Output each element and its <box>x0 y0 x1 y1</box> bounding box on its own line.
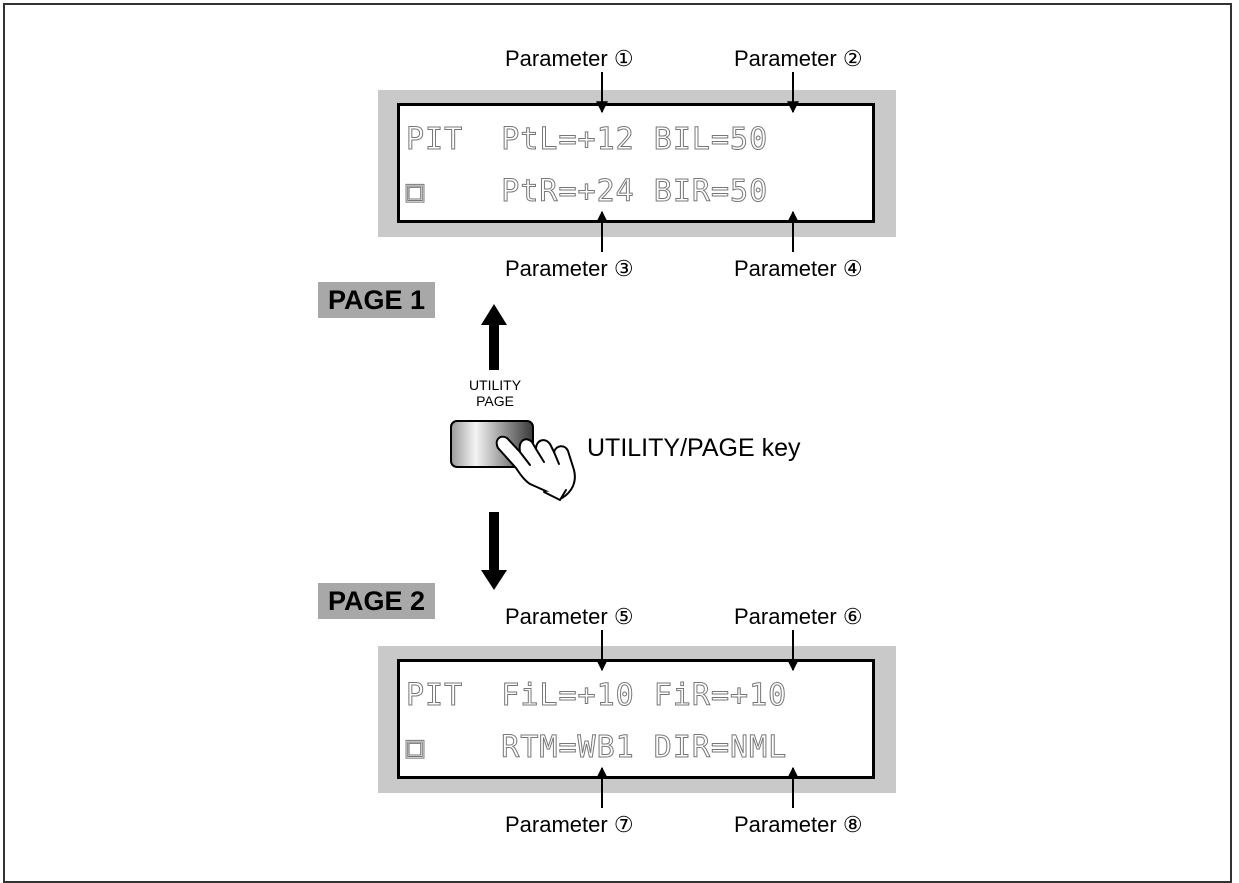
bottom-lcd-row2: ▣ RTM=WB1 DIR=NML <box>405 730 788 766</box>
pointing-hand-icon <box>495 435 576 501</box>
parameter-4-label: Parameter ④ <box>734 256 863 281</box>
top-lcd: PIT PtL=+12 BIL=50 ▣ PtR=+24 BIR=50 <box>397 103 875 223</box>
parameter-8-label: Parameter ⑧ <box>734 812 863 837</box>
bottom-lcd: PIT FiL=+10 FiR=+10 ▣ RTM=WB1 DIR=NML <box>397 659 875 779</box>
top-lcd-row1: PIT PtL=+12 BIL=50 <box>405 122 769 158</box>
parameter-1-label: Parameter ① <box>505 46 634 71</box>
parameter-6-label: Parameter ⑥ <box>734 604 863 629</box>
key-caption-page: PAGE <box>476 393 514 409</box>
parameter-3-label: Parameter ③ <box>505 256 634 281</box>
key-caption: UTILITY PAGE <box>455 377 535 409</box>
page-2-badge: PAGE 2 <box>318 583 436 619</box>
parameter-2-label: Parameter ② <box>734 46 863 71</box>
bottom-lcd-row1: PIT FiL=+10 FiR=+10 <box>405 678 788 714</box>
arrow-down-to-page-2 <box>481 512 507 590</box>
parameter-5-label: Parameter ⑤ <box>505 604 634 629</box>
page-1-badge: PAGE 1 <box>318 282 436 318</box>
utility-page-key-label: UTILITY/PAGE key <box>587 434 801 462</box>
parameter-7-label: Parameter ⑦ <box>505 812 634 837</box>
top-lcd-row2: ▣ PtR=+24 BIR=50 <box>405 174 769 210</box>
arrow-up-to-page-1 <box>481 304 507 370</box>
key-caption-utility: UTILITY <box>468 377 522 393</box>
